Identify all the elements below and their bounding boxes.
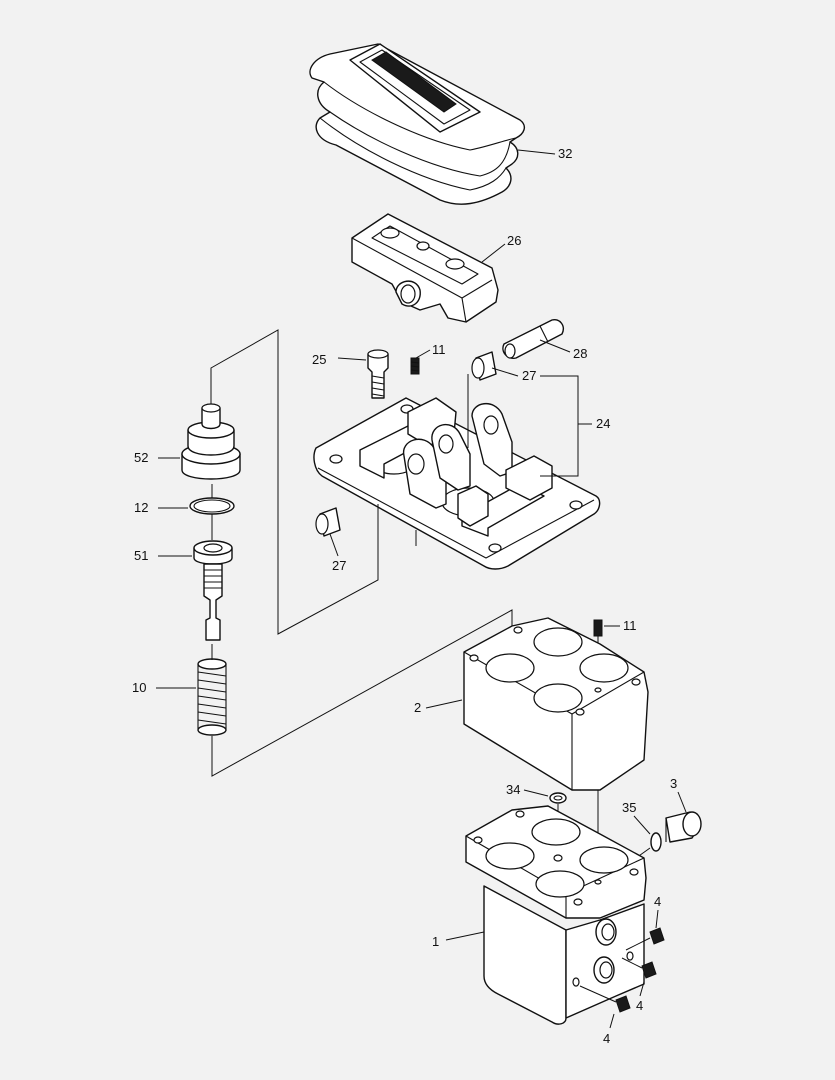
lower-body-part-1 (465, 805, 647, 1025)
boot-part-32 (309, 43, 526, 205)
leader-27-upper (491, 367, 519, 377)
setscrew-part-11-lower (593, 619, 603, 637)
plug-part-4-c (615, 995, 631, 1013)
spring-part-10 (197, 658, 227, 736)
screw-part-25 (367, 349, 389, 399)
leader-24 (540, 375, 592, 477)
leader-4-a (625, 909, 659, 951)
leader-26 (481, 243, 506, 263)
callout-4-b: 4 (636, 998, 643, 1013)
oring-part-12 (189, 497, 235, 515)
leader-28 (539, 339, 571, 353)
upper-body-part-2 (463, 617, 649, 791)
leader-25 (337, 357, 367, 361)
callout-27-upper: 27 (522, 368, 536, 383)
setscrew-part-11-upper (410, 357, 420, 375)
callout-4-a: 4 (654, 894, 661, 909)
callout-4-c: 4 (603, 1031, 610, 1046)
plug-part-4-a (649, 927, 665, 945)
pin-part-28 (502, 319, 564, 359)
bushing-part-27-upper (471, 351, 497, 381)
callout-11-upper: 11 (432, 342, 446, 357)
leader-11-upper (415, 349, 431, 359)
callout-3: 3 (670, 776, 677, 791)
callout-1: 1 (432, 934, 439, 949)
callout-26: 26 (507, 233, 521, 248)
callout-12: 12 (134, 500, 148, 515)
spool-part-51 (193, 540, 233, 641)
axis-line-left-top (210, 329, 379, 635)
oring-part-34 (549, 792, 567, 804)
callout-28: 28 (573, 346, 587, 361)
leader-32 (517, 149, 556, 155)
leader-2 (425, 699, 463, 709)
callout-32: 32 (558, 146, 572, 161)
cam-block-part-26 (351, 213, 499, 323)
callout-2: 2 (414, 700, 421, 715)
callout-10: 10 (132, 680, 146, 695)
piston-part-52 (181, 403, 241, 480)
leader-35 (633, 815, 651, 859)
leader-27-lower (329, 533, 339, 557)
callout-24: 24 (596, 416, 610, 431)
leader-1 (445, 931, 485, 941)
oring-part-35 (650, 832, 662, 852)
plate-assembly-part-24 (313, 397, 601, 570)
bushing-part-27-lower (315, 507, 341, 537)
callout-11-lower: 11 (623, 618, 637, 633)
leader-4-b (621, 957, 645, 997)
plug-part-4-b (641, 961, 657, 979)
callout-34: 34 (506, 782, 520, 797)
callout-25: 25 (312, 352, 326, 367)
callout-52: 52 (134, 450, 148, 465)
leader-3 (677, 791, 687, 813)
callout-35: 35 (622, 800, 636, 815)
plug-part-3 (665, 811, 702, 843)
callout-51: 51 (134, 548, 148, 563)
leader-4-c (579, 985, 617, 1029)
callout-27-lower: 27 (332, 558, 346, 573)
